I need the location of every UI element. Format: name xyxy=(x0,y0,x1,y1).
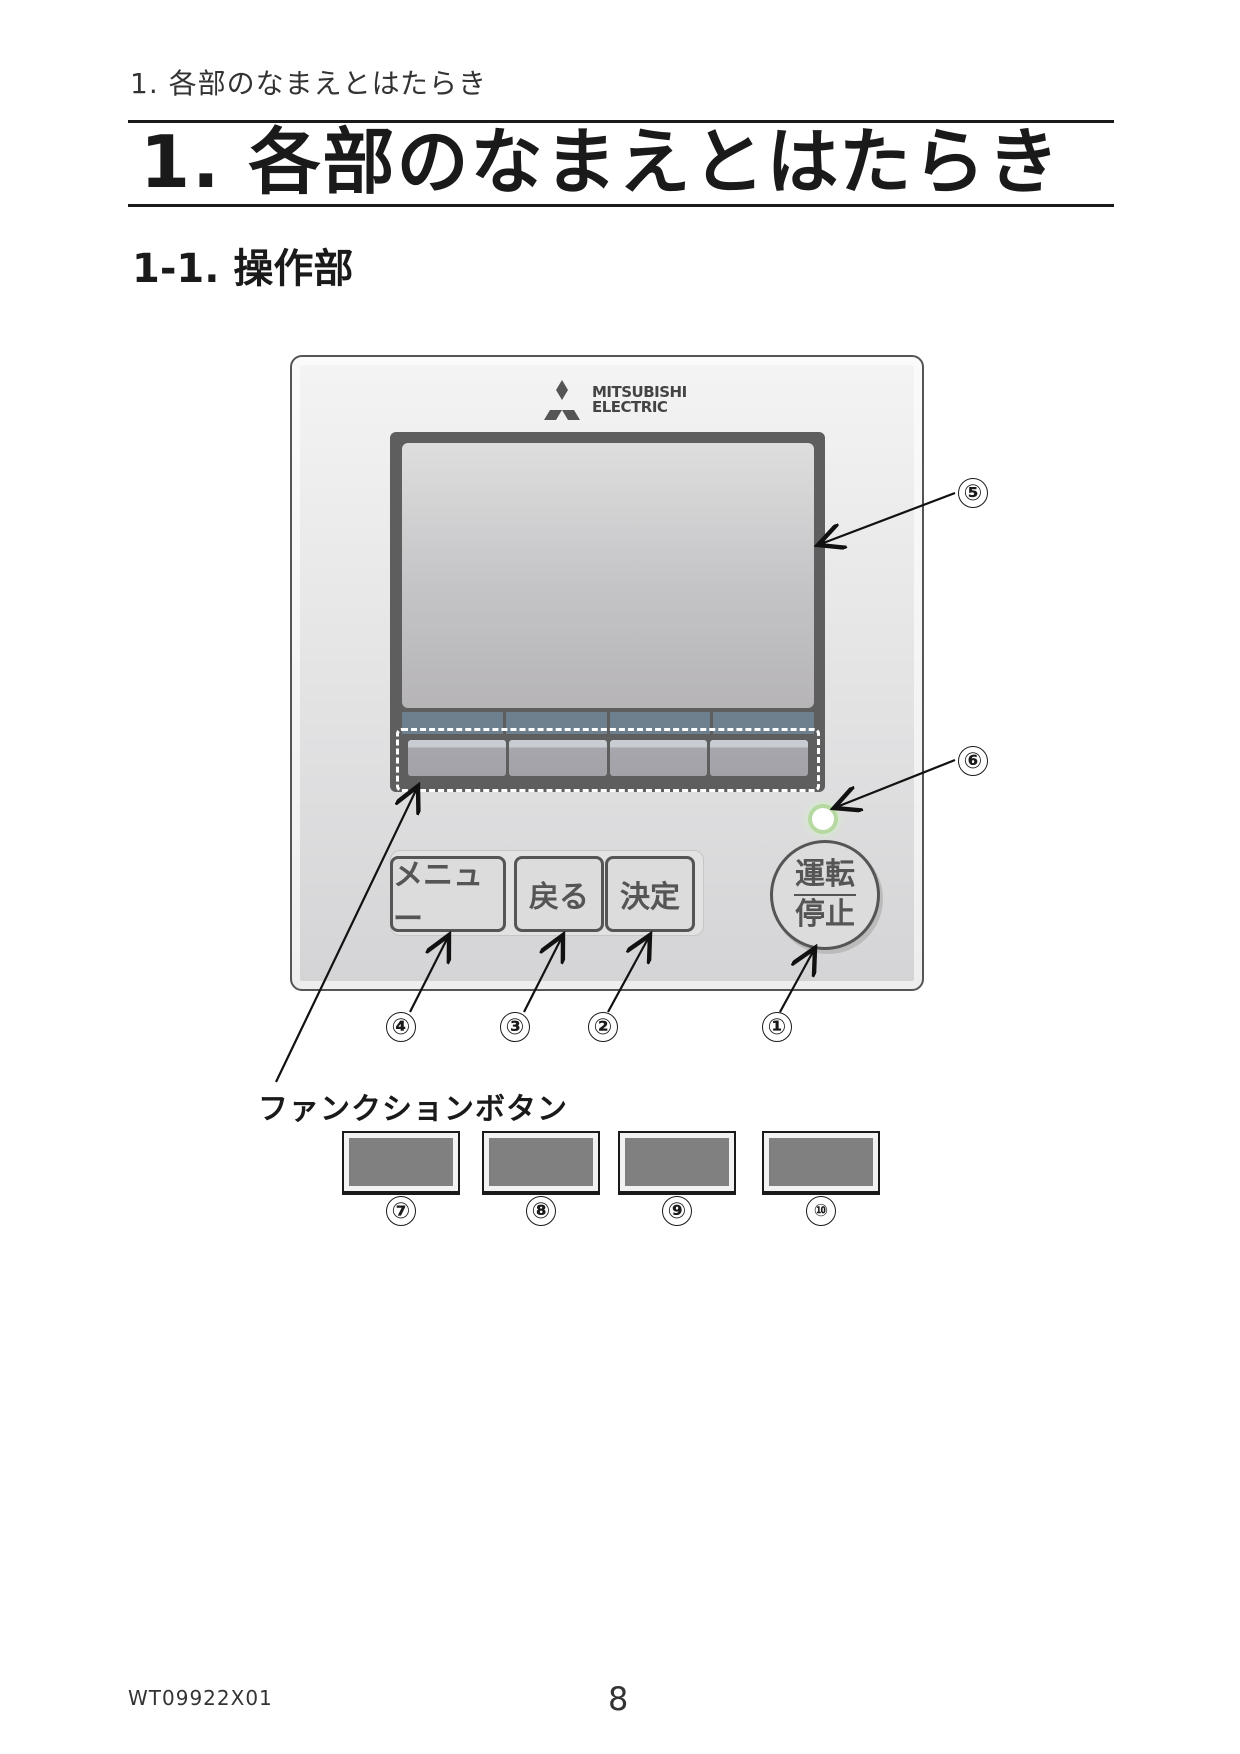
callout-3: ③ xyxy=(500,1012,530,1042)
menu-button[interactable]: メニュー xyxy=(390,856,506,937)
on-off-divider xyxy=(794,894,856,896)
function-key-f2[interactable] xyxy=(508,740,607,776)
back-button[interactable]: 戻る xyxy=(514,856,604,932)
on-off-button[interactable]: 運転 停止 xyxy=(770,840,880,950)
function-keys-highlight xyxy=(396,728,820,792)
function-key-f1[interactable] xyxy=(408,740,506,776)
function-button-7 xyxy=(342,1131,460,1195)
title-top-rule xyxy=(128,120,1114,123)
callout-9: ⑨ xyxy=(662,1196,692,1226)
callout-8: ⑧ xyxy=(526,1196,556,1226)
function-key-f3[interactable] xyxy=(609,740,708,776)
brand-logo: MITSUBISHI ELECTRIC xyxy=(540,380,687,420)
function-key-f4[interactable] xyxy=(710,740,808,776)
brand-line-1: MITSUBISHI xyxy=(592,383,687,401)
callout-1: ① xyxy=(762,1012,792,1042)
function-buttons-label: ファンクションボタン xyxy=(258,1092,568,1127)
function-button-10 xyxy=(762,1131,880,1195)
running-head: 1. 各部のなまえとはたらき xyxy=(130,67,488,100)
title-bottom-rule xyxy=(128,204,1114,207)
on-off-bottom-label: 停止 xyxy=(795,897,855,932)
callout-7: ⑦ xyxy=(386,1196,416,1226)
page-number: 8 xyxy=(608,1680,629,1718)
function-keys xyxy=(408,740,808,776)
operation-lamp xyxy=(812,808,834,830)
chapter-title: 1. 各部のなまえとはたらき xyxy=(140,120,1062,204)
three-diamonds-icon xyxy=(544,380,580,420)
brand-line-2: ELECTRIC xyxy=(592,398,668,416)
function-button-8 xyxy=(482,1131,600,1195)
callout-6: ⑥ xyxy=(958,746,988,776)
function-button-9 xyxy=(618,1131,736,1195)
confirm-button[interactable]: 決定 xyxy=(605,856,695,932)
callout-2: ② xyxy=(588,1012,618,1042)
document-code: WT09922X01 xyxy=(128,1686,273,1710)
lcd-screen xyxy=(402,443,814,708)
on-off-top-label: 運転 xyxy=(795,857,855,892)
callout-4: ④ xyxy=(386,1012,416,1042)
callout-5: ⑤ xyxy=(958,478,988,508)
section-title: 1-1. 操作部 xyxy=(132,246,354,292)
callout-10: ⑩ xyxy=(806,1196,836,1226)
